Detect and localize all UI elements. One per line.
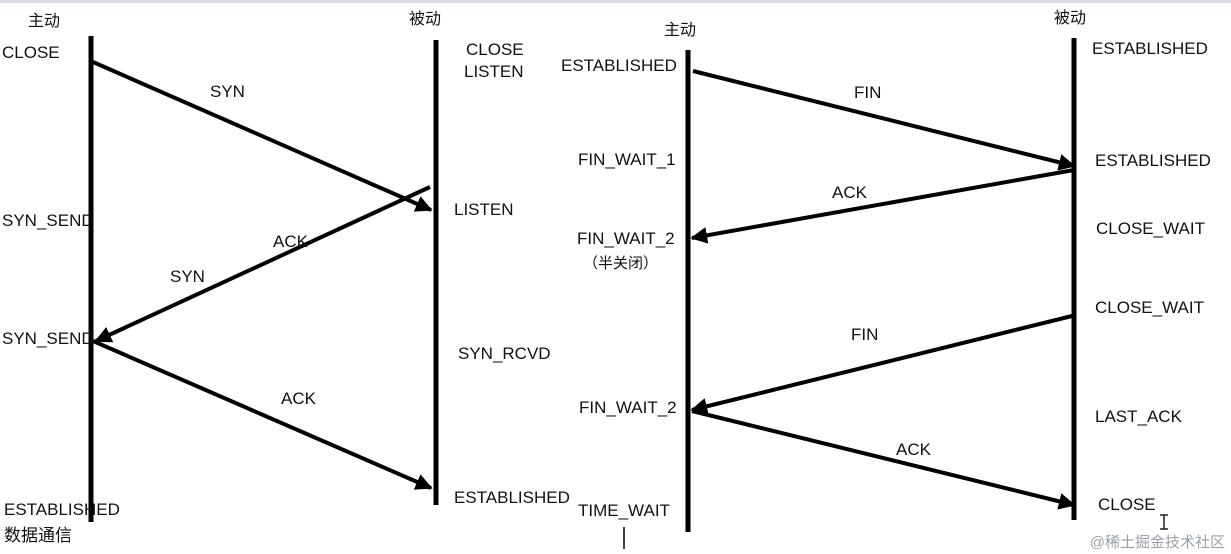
handshake-client-state-syn-send-2: SYN_SEND [2,329,94,348]
handshake-server-state-listen-2: LISTEN [454,200,514,219]
window-top-strip [0,0,1231,3]
syn-arrow-1 [92,60,433,212]
message-fin-1: FIN [854,83,882,102]
handshake-server-state-established: ESTABLISHED [454,488,570,507]
teardown-server-state-close-wait-2: CLOSE_WAIT [1095,298,1204,317]
teardown-server-role: 被动 [1054,10,1087,27]
teardown-client-state-fin-wait-1: FIN_WAIT_1 [578,150,676,169]
teardown-client-role: 主动 [664,22,697,39]
ack-arrow-1 [92,339,433,490]
teardown-server-state-close-wait-1: CLOSE_WAIT [1096,219,1205,238]
ack-arrow-3 [691,409,1076,510]
message-fin-2: FIN [851,325,879,344]
message-ack-2: ACK [281,389,316,408]
teardown-server-state-established-1: ESTABLISHED [1092,39,1208,58]
fin-arrow-1 [692,69,1076,171]
fin-arrow-2 [690,314,1073,415]
handshake-server-state-syn-rcvd: SYN_RCVD [458,344,551,363]
ack-arrow-2 [690,168,1075,244]
teardown-client-half-closed-note: （半关闭） [583,255,659,272]
site-watermark: @稀土掘金技术社区 [1089,534,1225,551]
handshake-client-data-transfer: 数据通信 [4,526,72,545]
handshake-client-role: 主动 [28,13,61,30]
teardown-client-state-fin-wait-2a: FIN_WAIT_2 [577,229,675,248]
handshake-server-state-listen-1: LISTEN [464,62,524,81]
handshake-server-role: 被动 [409,11,442,28]
handshake-client-state-close: CLOSE [2,43,60,62]
message-ack-1: ACK [273,232,308,251]
handshake-server-state-close: CLOSE [466,40,524,59]
teardown-client-state-time-wait: TIME_WAIT [578,501,670,520]
handshake-client-state-syn-send-1: SYN_SEND [2,211,94,230]
message-syn-1: SYN [210,82,245,101]
teardown-client-state-established: ESTABLISHED [561,56,677,75]
message-ack-4: ACK [896,440,931,459]
ibeam-cursor-icon [1160,514,1168,530]
teardown-client-state-fin-wait-2b: FIN_WAIT_2 [579,398,677,417]
teardown-server-state-established-2: ESTABLISHED [1095,151,1211,170]
message-syn-2: SYN [170,267,205,286]
message-ack-3: ACK [832,183,867,202]
handshake-client-state-established: ESTABLISHED [4,500,120,519]
teardown-server-state-close: CLOSE [1098,495,1156,514]
syn-ack-arrow [94,185,431,343]
teardown-server-state-last-ack: LAST_ACK [1095,407,1182,426]
